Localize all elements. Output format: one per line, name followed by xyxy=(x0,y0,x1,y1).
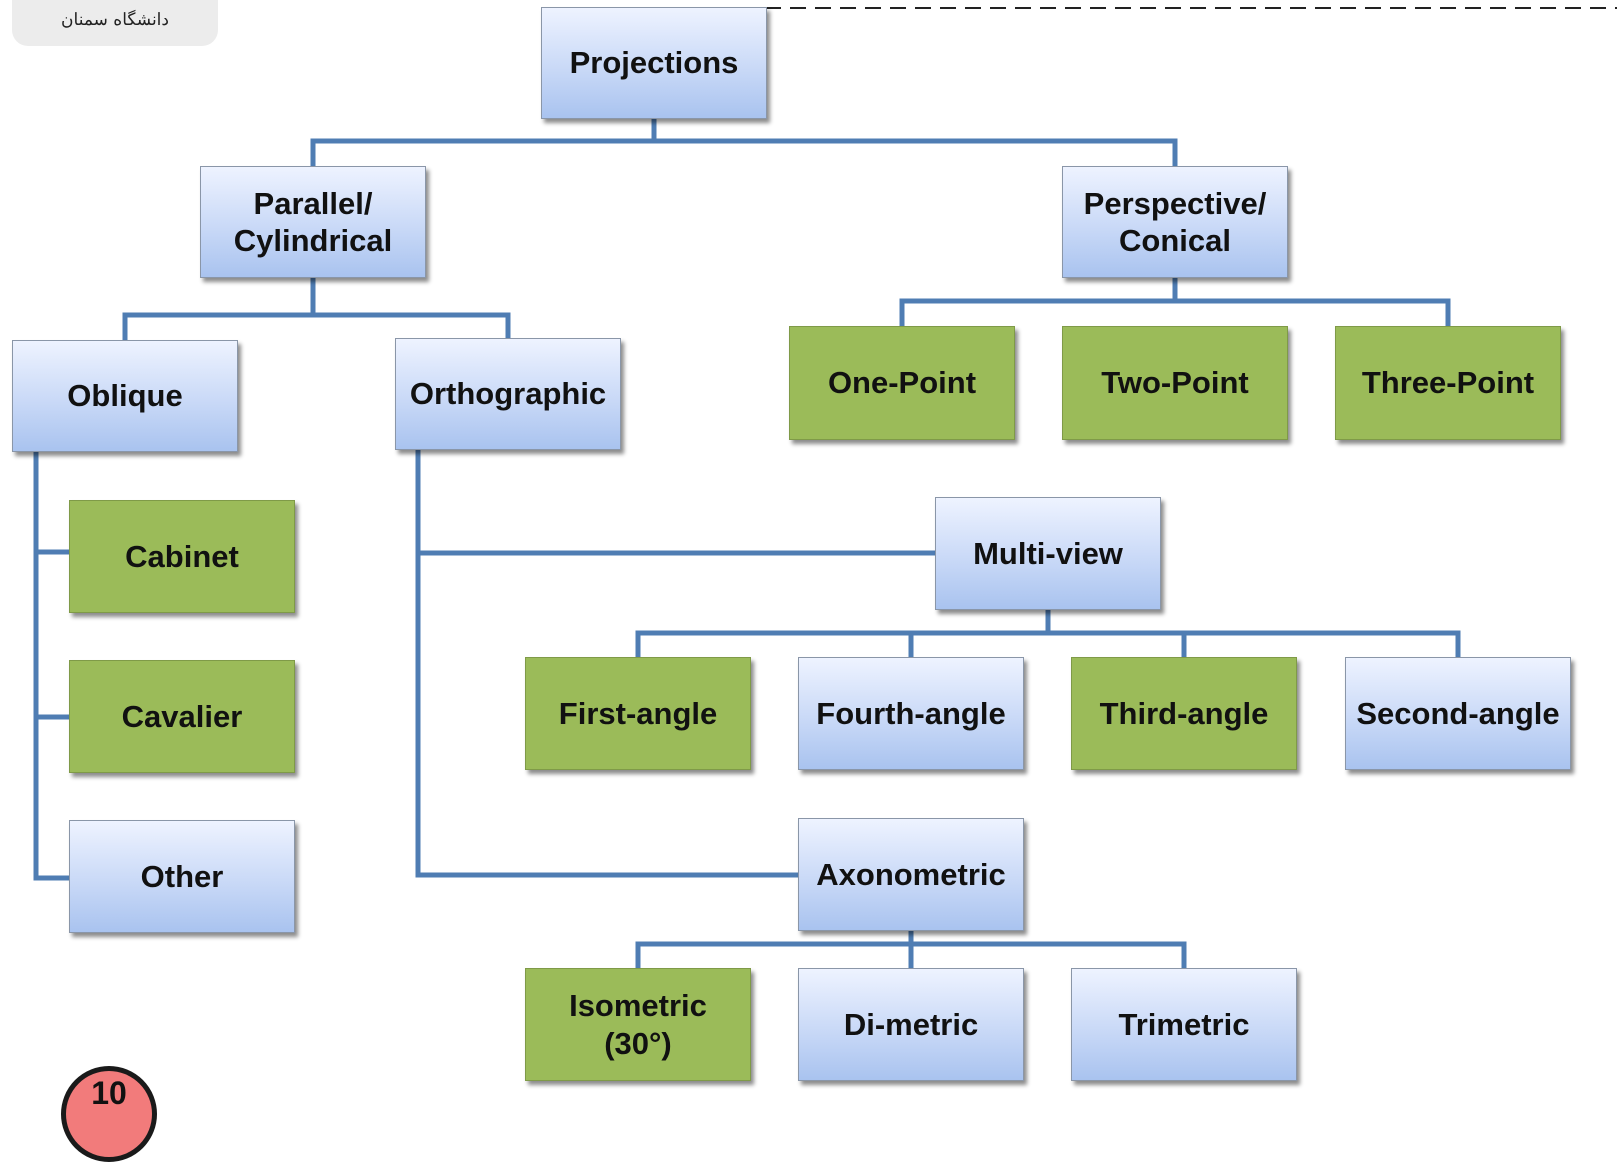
node-perspective-conical: Perspective/ Conical xyxy=(1062,166,1288,278)
node-second-angle: Second-angle xyxy=(1345,657,1571,770)
node-first-angle: First-angle xyxy=(525,657,751,770)
node-axonometric: Axonometric xyxy=(798,818,1024,931)
connector-lines xyxy=(33,7,1617,968)
node-orthographic: Orthographic xyxy=(395,338,621,450)
connector-perspective xyxy=(899,278,1451,326)
connector-parallel xyxy=(122,278,511,340)
page-number-badge: 10 xyxy=(61,1066,157,1162)
connector-axonometric xyxy=(635,931,1187,968)
node-trimetric: Trimetric xyxy=(1071,968,1297,1081)
connector-orthographic xyxy=(415,450,935,878)
logo-text: دانشگاه سمنان xyxy=(61,10,169,30)
node-three-point: Three-Point xyxy=(1335,326,1561,440)
node-cabinet: Cabinet xyxy=(69,500,295,613)
page-number: 10 xyxy=(91,1075,127,1111)
connector-oblique xyxy=(33,452,69,881)
node-cavalier: Cavalier xyxy=(69,660,295,773)
node-third-angle: Third-angle xyxy=(1071,657,1297,770)
node-projections: Projections xyxy=(541,7,767,119)
connector-multi-view xyxy=(635,610,1461,657)
node-other: Other xyxy=(69,820,295,933)
node-di-metric: Di-metric xyxy=(798,968,1024,1081)
node-two-point: Two-Point xyxy=(1062,326,1288,440)
node-fourth-angle: Fourth-angle xyxy=(798,657,1024,770)
node-multi-view: Multi-view xyxy=(935,497,1161,610)
connector-projections xyxy=(310,119,1178,166)
node-oblique: Oblique xyxy=(12,340,238,452)
node-isometric: Isometric (30°) xyxy=(525,968,751,1081)
university-logo: دانشگاه سمنان xyxy=(12,0,218,46)
node-parallel-cylindrical: Parallel/ Cylindrical xyxy=(200,166,426,278)
node-one-point: One-Point xyxy=(789,326,1015,440)
